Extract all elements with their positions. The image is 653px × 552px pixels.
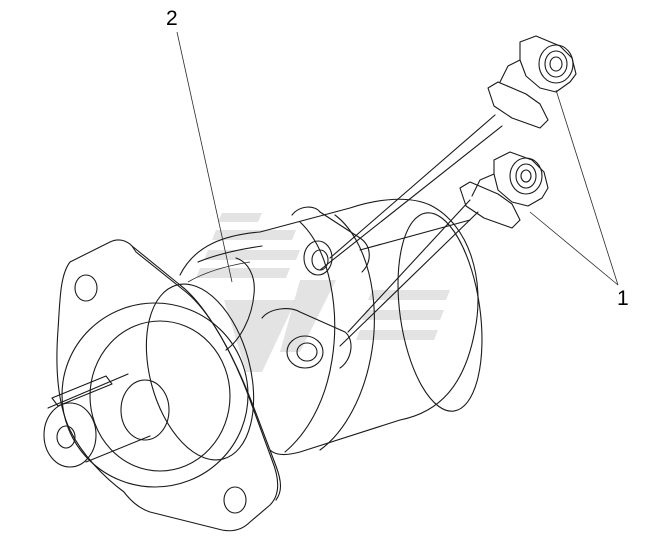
motor-housing bbox=[179, 198, 483, 455]
mounting-flange bbox=[56, 239, 282, 532]
leader-line-2 bbox=[176, 31, 233, 283]
output-shaft bbox=[43, 373, 170, 468]
callout-label-2: 2 bbox=[166, 7, 178, 30]
fitting-lower bbox=[459, 151, 549, 229]
leader-line-1b bbox=[529, 211, 619, 286]
leader-lines bbox=[176, 31, 619, 286]
hoses bbox=[319, 114, 503, 347]
port-bosses bbox=[225, 206, 370, 369]
bolt-hole bbox=[74, 274, 98, 302]
watermark-logo bbox=[196, 213, 450, 372]
fitting-upper bbox=[487, 35, 577, 129]
callout-label-1: 1 bbox=[617, 287, 629, 310]
leader-line-1a bbox=[555, 89, 619, 286]
bolt-hole bbox=[223, 486, 247, 514]
